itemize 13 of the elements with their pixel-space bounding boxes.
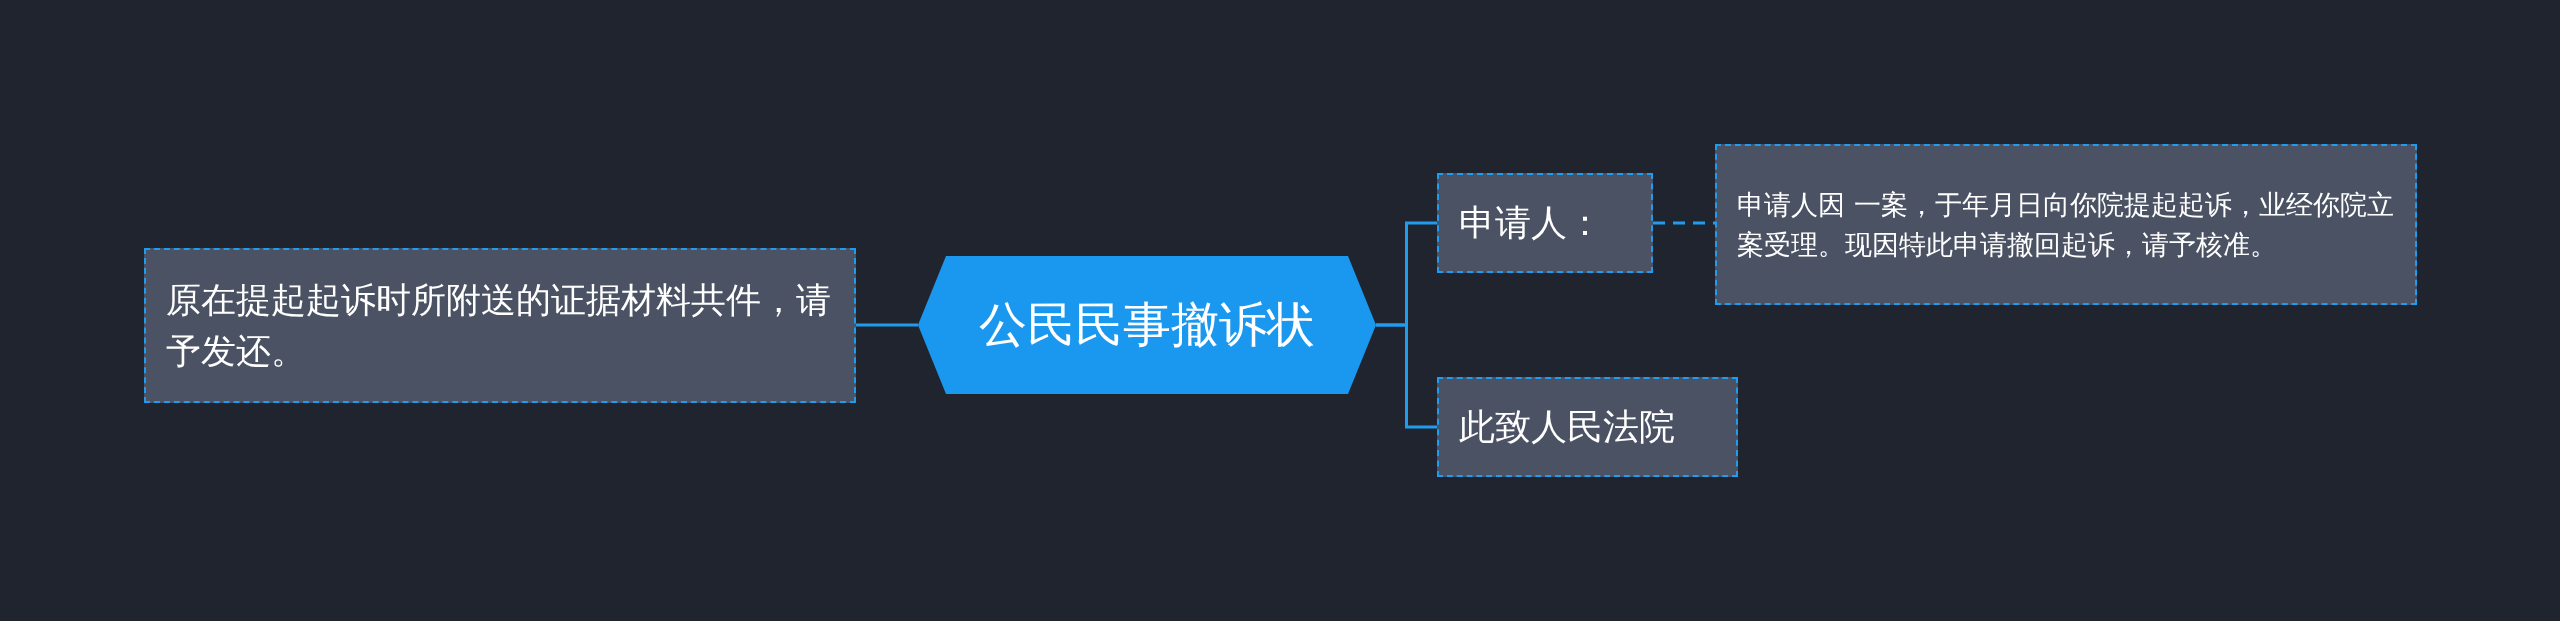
node-text: 原在提起起诉时所附送的证据材料共件，请予发还。: [166, 278, 832, 373]
node-text: 申请人因 一案，于年月日向你院提起起诉，业经你院立案受理。现因特此申请撤回起诉，请予核准。: [1737, 188, 2395, 262]
connector-line: [856, 323, 918, 327]
note-box: [1715, 144, 2417, 305]
node-text: 此致人民法院: [1459, 404, 1675, 449]
connector-line: [1376, 323, 1437, 429]
node-text: 公民民事撤诉状: [979, 295, 1315, 355]
connector-line: [1653, 221, 1715, 225]
topic-hexagon: [918, 256, 1376, 394]
topic-box: [144, 248, 856, 403]
topic-box: [1437, 173, 1653, 273]
topic-box: [1437, 377, 1738, 477]
node-text: 申请人：: [1459, 200, 1603, 245]
